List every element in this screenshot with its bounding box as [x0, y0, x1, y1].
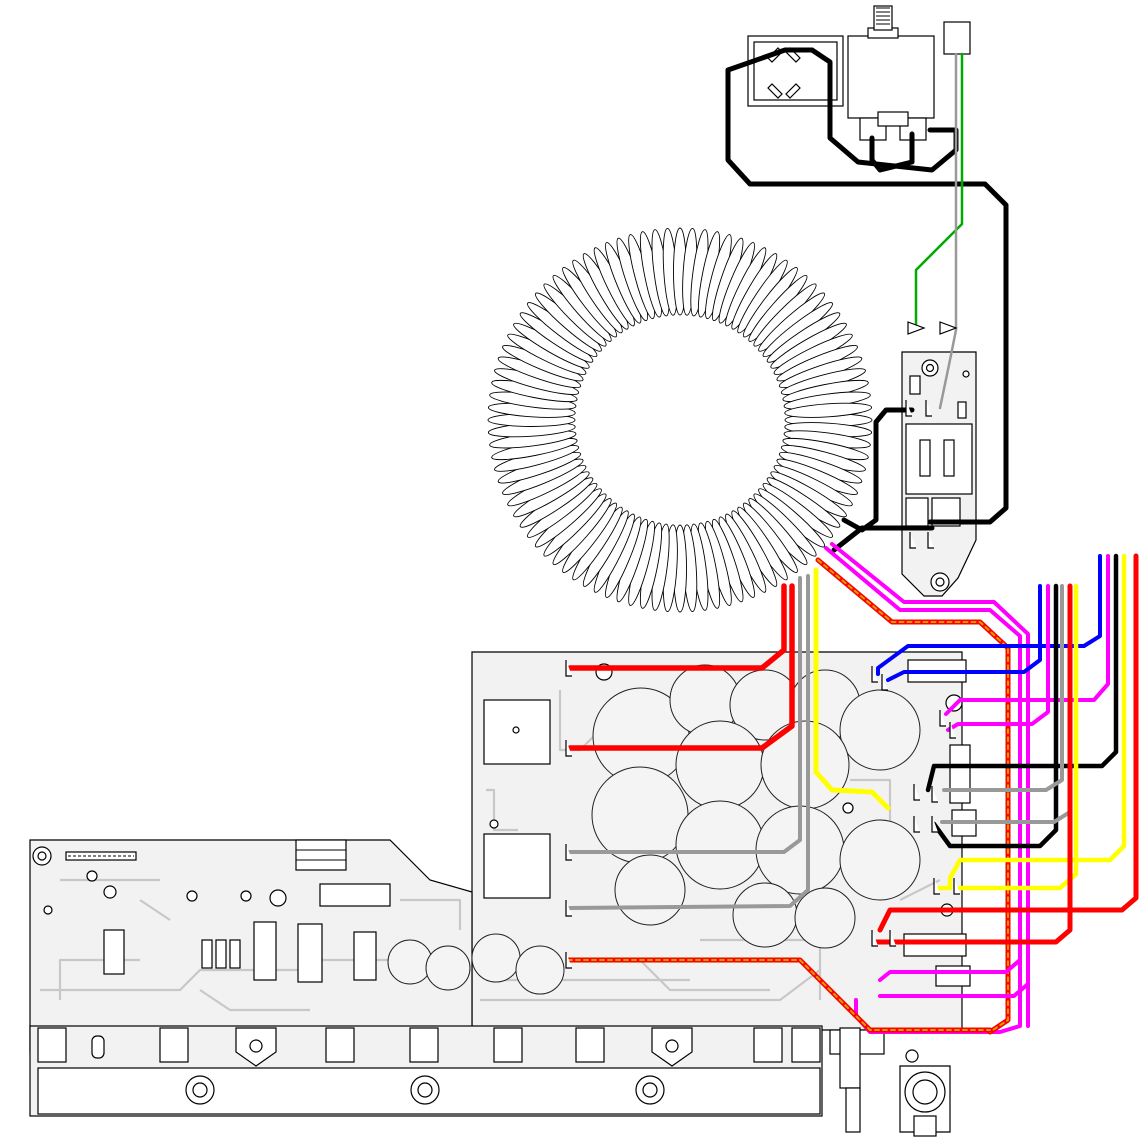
speaker-terminal — [830, 1028, 950, 1136]
toroidal-transformer — [488, 228, 872, 612]
fuse-holder — [944, 22, 970, 54]
heatsink — [30, 1026, 822, 1116]
relay-board — [902, 352, 976, 596]
power-switch — [848, 6, 934, 140]
